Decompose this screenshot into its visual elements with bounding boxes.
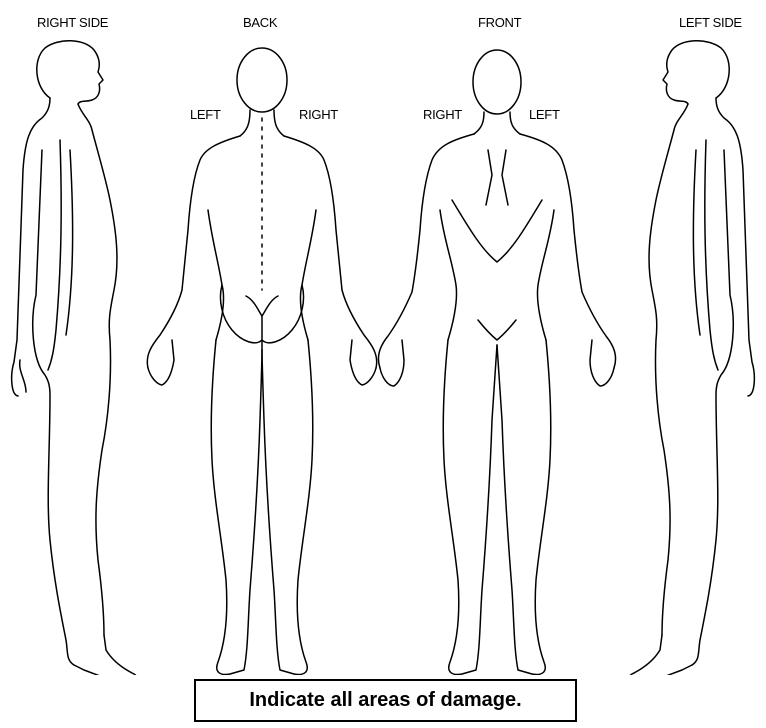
figure-left-side xyxy=(628,41,754,675)
figure-front xyxy=(378,50,615,675)
figure-right-side xyxy=(12,41,138,675)
figure-back xyxy=(147,48,376,675)
caption-text: Indicate all areas of damage. xyxy=(249,689,521,712)
caption-box: Indicate all areas of damage. xyxy=(194,679,577,722)
body-outline-diagram[interactable] xyxy=(0,0,766,675)
